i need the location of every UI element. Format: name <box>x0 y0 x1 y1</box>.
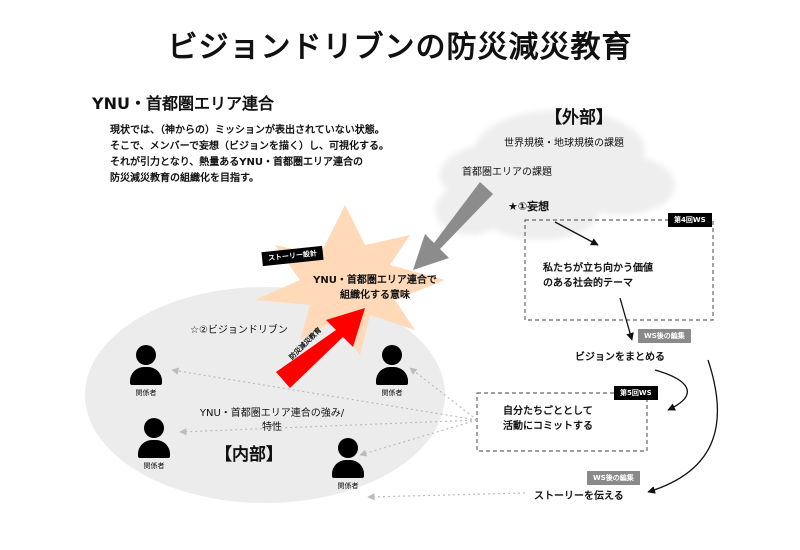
stakeholder-label: 関係者 <box>337 482 359 490</box>
ws4-tag: 第4回WS <box>668 213 712 227</box>
stakeholder-1: 関係者 <box>128 345 164 398</box>
stakeholder-3: 関係者 <box>374 345 410 398</box>
strengths-line-1: YNU・首都圏エリア連合の強み/ <box>199 408 345 419</box>
delusion-step: ★①妄想 <box>508 200 550 213</box>
description-line-3: それが引力となり、熱量あるYNU・首都圏エリア連合の <box>110 157 364 168</box>
description-line-4: 防災減災教育の組織化を目指す。 <box>110 173 259 184</box>
gray-arrow <box>413 182 493 270</box>
person-icon-body <box>138 440 170 458</box>
inner-label: 【内部】 <box>215 445 283 465</box>
summarize-vision-step: ビジョンをまとめる <box>575 352 665 363</box>
stakeholder-label: 関係者 <box>143 462 165 470</box>
person-icon-body <box>130 367 162 385</box>
meaning-line-1: YNU・首都圏エリア連合で <box>313 275 437 286</box>
page-title: ビジョンドリブンの防災減災教育 <box>167 30 633 65</box>
person-icon-head <box>338 438 358 458</box>
outer-cloud <box>435 110 675 240</box>
burst-shape <box>255 205 445 355</box>
theme-text: 私たちが立ち向かう価値 のある社会的テーマ <box>543 261 653 291</box>
strengths-text: YNU・首都圏エリア連合の強み/ 特性 <box>182 407 362 435</box>
outer-label: 【外部】 <box>545 108 613 128</box>
stakeholder-4: 関係者 <box>330 438 366 491</box>
stakeholder-2: 関係者 <box>136 418 172 471</box>
flow-arrow-1 <box>554 221 599 246</box>
after-ws4-tag: WS後の編集 <box>638 329 691 343</box>
dotted-arrow-5 <box>367 492 526 501</box>
strengths-line-2: 特性 <box>262 422 282 433</box>
commit-text: 自分たちごととして 活動にコミットする <box>503 404 593 434</box>
theme-line-2: のある社会的テーマ <box>543 278 633 289</box>
person-icon-head <box>144 418 164 438</box>
dotted-arrow-4 <box>359 419 478 457</box>
person-icon-head <box>382 345 402 365</box>
description-line-1: 現状では、（神からの）ミッションが表出されていない状態。 <box>110 125 385 136</box>
organization-heading: YNU・首都圏エリア連合 <box>92 94 274 113</box>
flow-arrow-4 <box>647 359 719 494</box>
vision-driven-label: ☆②ビジョンドリブン <box>190 325 288 336</box>
person-icon-body <box>332 460 364 478</box>
commit-line-2: 活動にコミットする <box>503 421 593 432</box>
meaning-text: YNU・首都圏エリア連合で 組織化する意味 <box>290 273 460 303</box>
red-arrow <box>276 308 365 388</box>
after-ws5-tag: WS後の編集 <box>587 471 640 485</box>
commit-box <box>476 392 648 452</box>
flow-arrow-3 <box>654 369 688 411</box>
description-line-2: そこで、メンバーで妄想（ビジョンを描く）し、可視化する。 <box>110 141 389 152</box>
metro-issues-text: 首都圏エリアの課題 <box>462 167 552 178</box>
tell-story-step: ストーリーを伝える <box>534 491 624 502</box>
stakeholder-label: 関係者 <box>381 389 403 397</box>
flow-arrow-2 <box>619 297 634 341</box>
meaning-line-2: 組織化する意味 <box>340 290 410 301</box>
person-icon-body <box>376 367 408 385</box>
commit-line-1: 自分たちごととして <box>503 406 593 417</box>
person-icon-head <box>136 345 156 365</box>
theme-box <box>524 219 714 321</box>
theme-line-1: 私たちが立ち向かう価値 <box>543 263 653 274</box>
dotted-arrow-3 <box>409 367 478 421</box>
stakeholder-label: 関係者 <box>135 389 157 397</box>
dotted-arrow-1 <box>171 367 478 421</box>
world-issues-text: 世界規模・地球規模の課題 <box>504 138 624 149</box>
ws5-tag: 第5回WS <box>614 386 658 400</box>
